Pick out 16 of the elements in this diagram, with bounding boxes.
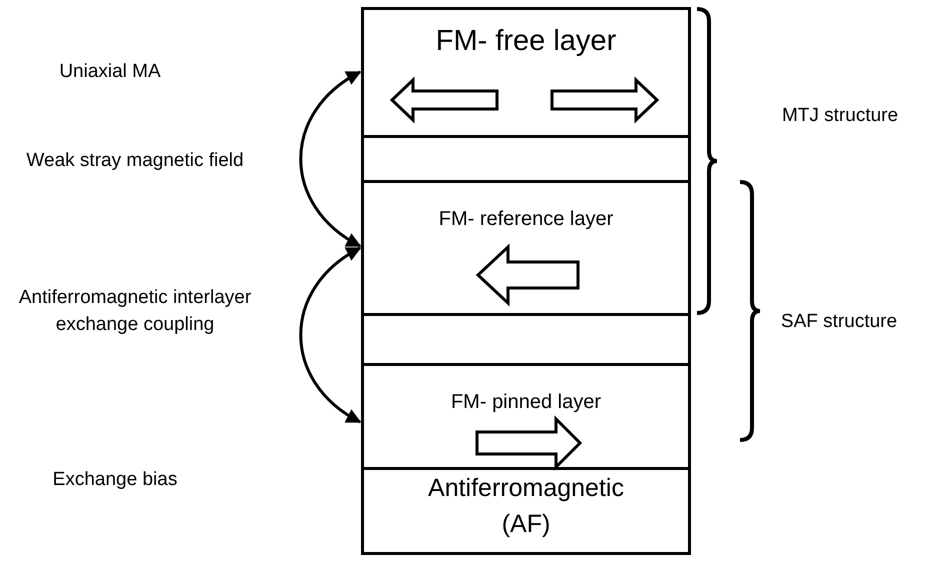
- layer-box: [361, 135, 691, 183]
- bracket-label: MTJ structure: [780, 104, 900, 128]
- effect-label: Antiferromagnetic interlayer exchange coupling: [18, 286, 252, 337]
- curved-arrow: [299, 246, 362, 424]
- layer-box: [361, 180, 691, 316]
- layer-box: [361, 313, 691, 366]
- curved-arrow: [299, 70, 362, 248]
- bracket-label: SAF structure: [780, 310, 898, 334]
- effect-label: Weak stray magnetic field: [25, 149, 245, 173]
- layer-name: Antiferromagnetic (AF): [427, 473, 625, 540]
- layer-name: FM- free layer: [434, 24, 618, 59]
- layer-box: [361, 467, 691, 555]
- effect-label: Exchange bias: [52, 468, 178, 492]
- layer-name: FM- reference layer: [438, 207, 614, 232]
- effect-label: Uniaxial MA: [58, 60, 162, 84]
- layer-name: FM- pinned layer: [450, 390, 602, 415]
